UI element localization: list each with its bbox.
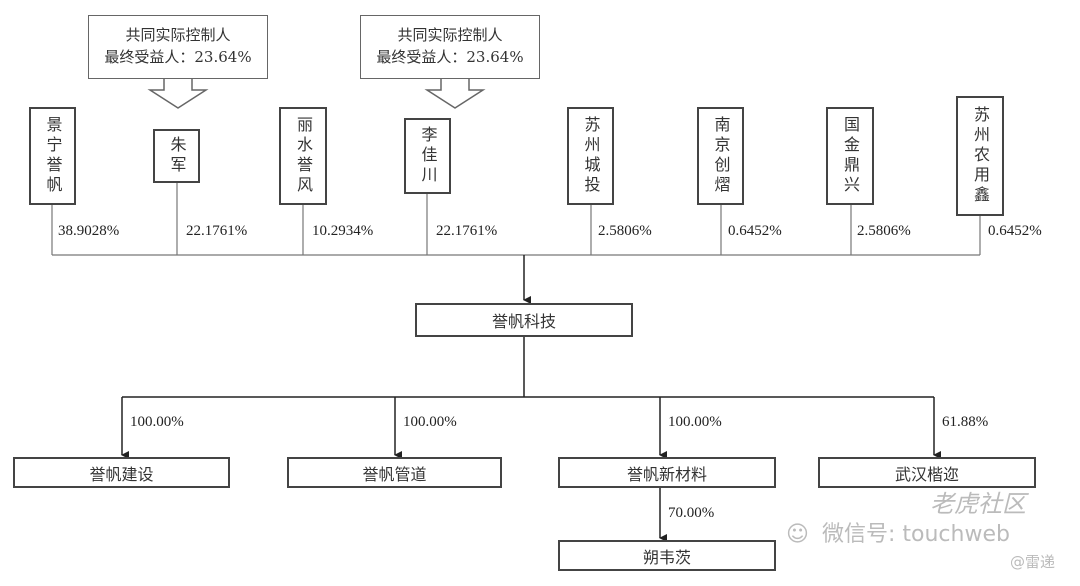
subsidiary-box: 誉帆管道 [287,457,502,488]
shareholder-box: 朱军 [153,129,200,183]
sub-pct: 100.00% [403,414,457,430]
callout-value: 最终受益人：23.64% [376,48,524,66]
share-pct: 0.6452% [988,223,1042,239]
controller-callout-1: 共同实际控制人 最终受益人：23.64% [88,15,268,79]
shareholder-box: 丽水誉风 [279,107,327,205]
callout-value: 最终受益人：23.64% [104,48,252,66]
share-pct: 10.2934% [312,223,374,239]
shareholder-box: 国金鼎兴 [826,107,874,205]
subsidiary-box: 誉帆建设 [13,457,230,488]
callout-title: 共同实际控制人 [397,26,503,44]
share-pct: 0.6452% [728,223,782,239]
controller-callout-2: 共同实际控制人 最终受益人：23.64% [360,15,540,79]
callout-arrow-down-icon [424,78,486,109]
watermark-wechat: 微信号: touchweb [822,522,1010,547]
share-pct: 22.1761% [436,223,498,239]
shareholder-box: 李佳川 [404,118,451,194]
watermark-brand-logo: 老虎社区 [930,490,1026,518]
sub-pct: 100.00% [668,414,722,430]
grandchild-pct: 70.00% [668,505,715,521]
share-pct: 38.9028% [58,223,120,239]
grandchild-box: 朔韦茨 [558,540,776,571]
subsidiary-box: 武汉楷迩 [818,457,1036,488]
shareholder-box: 景宁誉帆 [29,107,76,205]
share-pct: 2.5806% [598,223,652,239]
watermark-credit: @雷递 [1010,553,1056,571]
shareholder-box: 苏州农用鑫 [956,96,1004,216]
share-pct: 22.1761% [186,223,248,239]
company-box: 誉帆科技 [415,303,633,337]
sub-pct: 100.00% [130,414,184,430]
shareholder-box: 苏州城投 [567,107,614,205]
subsidiary-box: 誉帆新材料 [558,457,776,488]
callout-arrow-down-icon [147,78,209,109]
callout-arrows [147,78,486,109]
wechat-icon: ☺ [786,522,809,547]
sub-pct: 61.88% [942,414,989,430]
callout-title: 共同实际控制人 [125,26,231,44]
shareholder-box: 南京创熠 [697,107,744,205]
share-pct: 2.5806% [857,223,911,239]
